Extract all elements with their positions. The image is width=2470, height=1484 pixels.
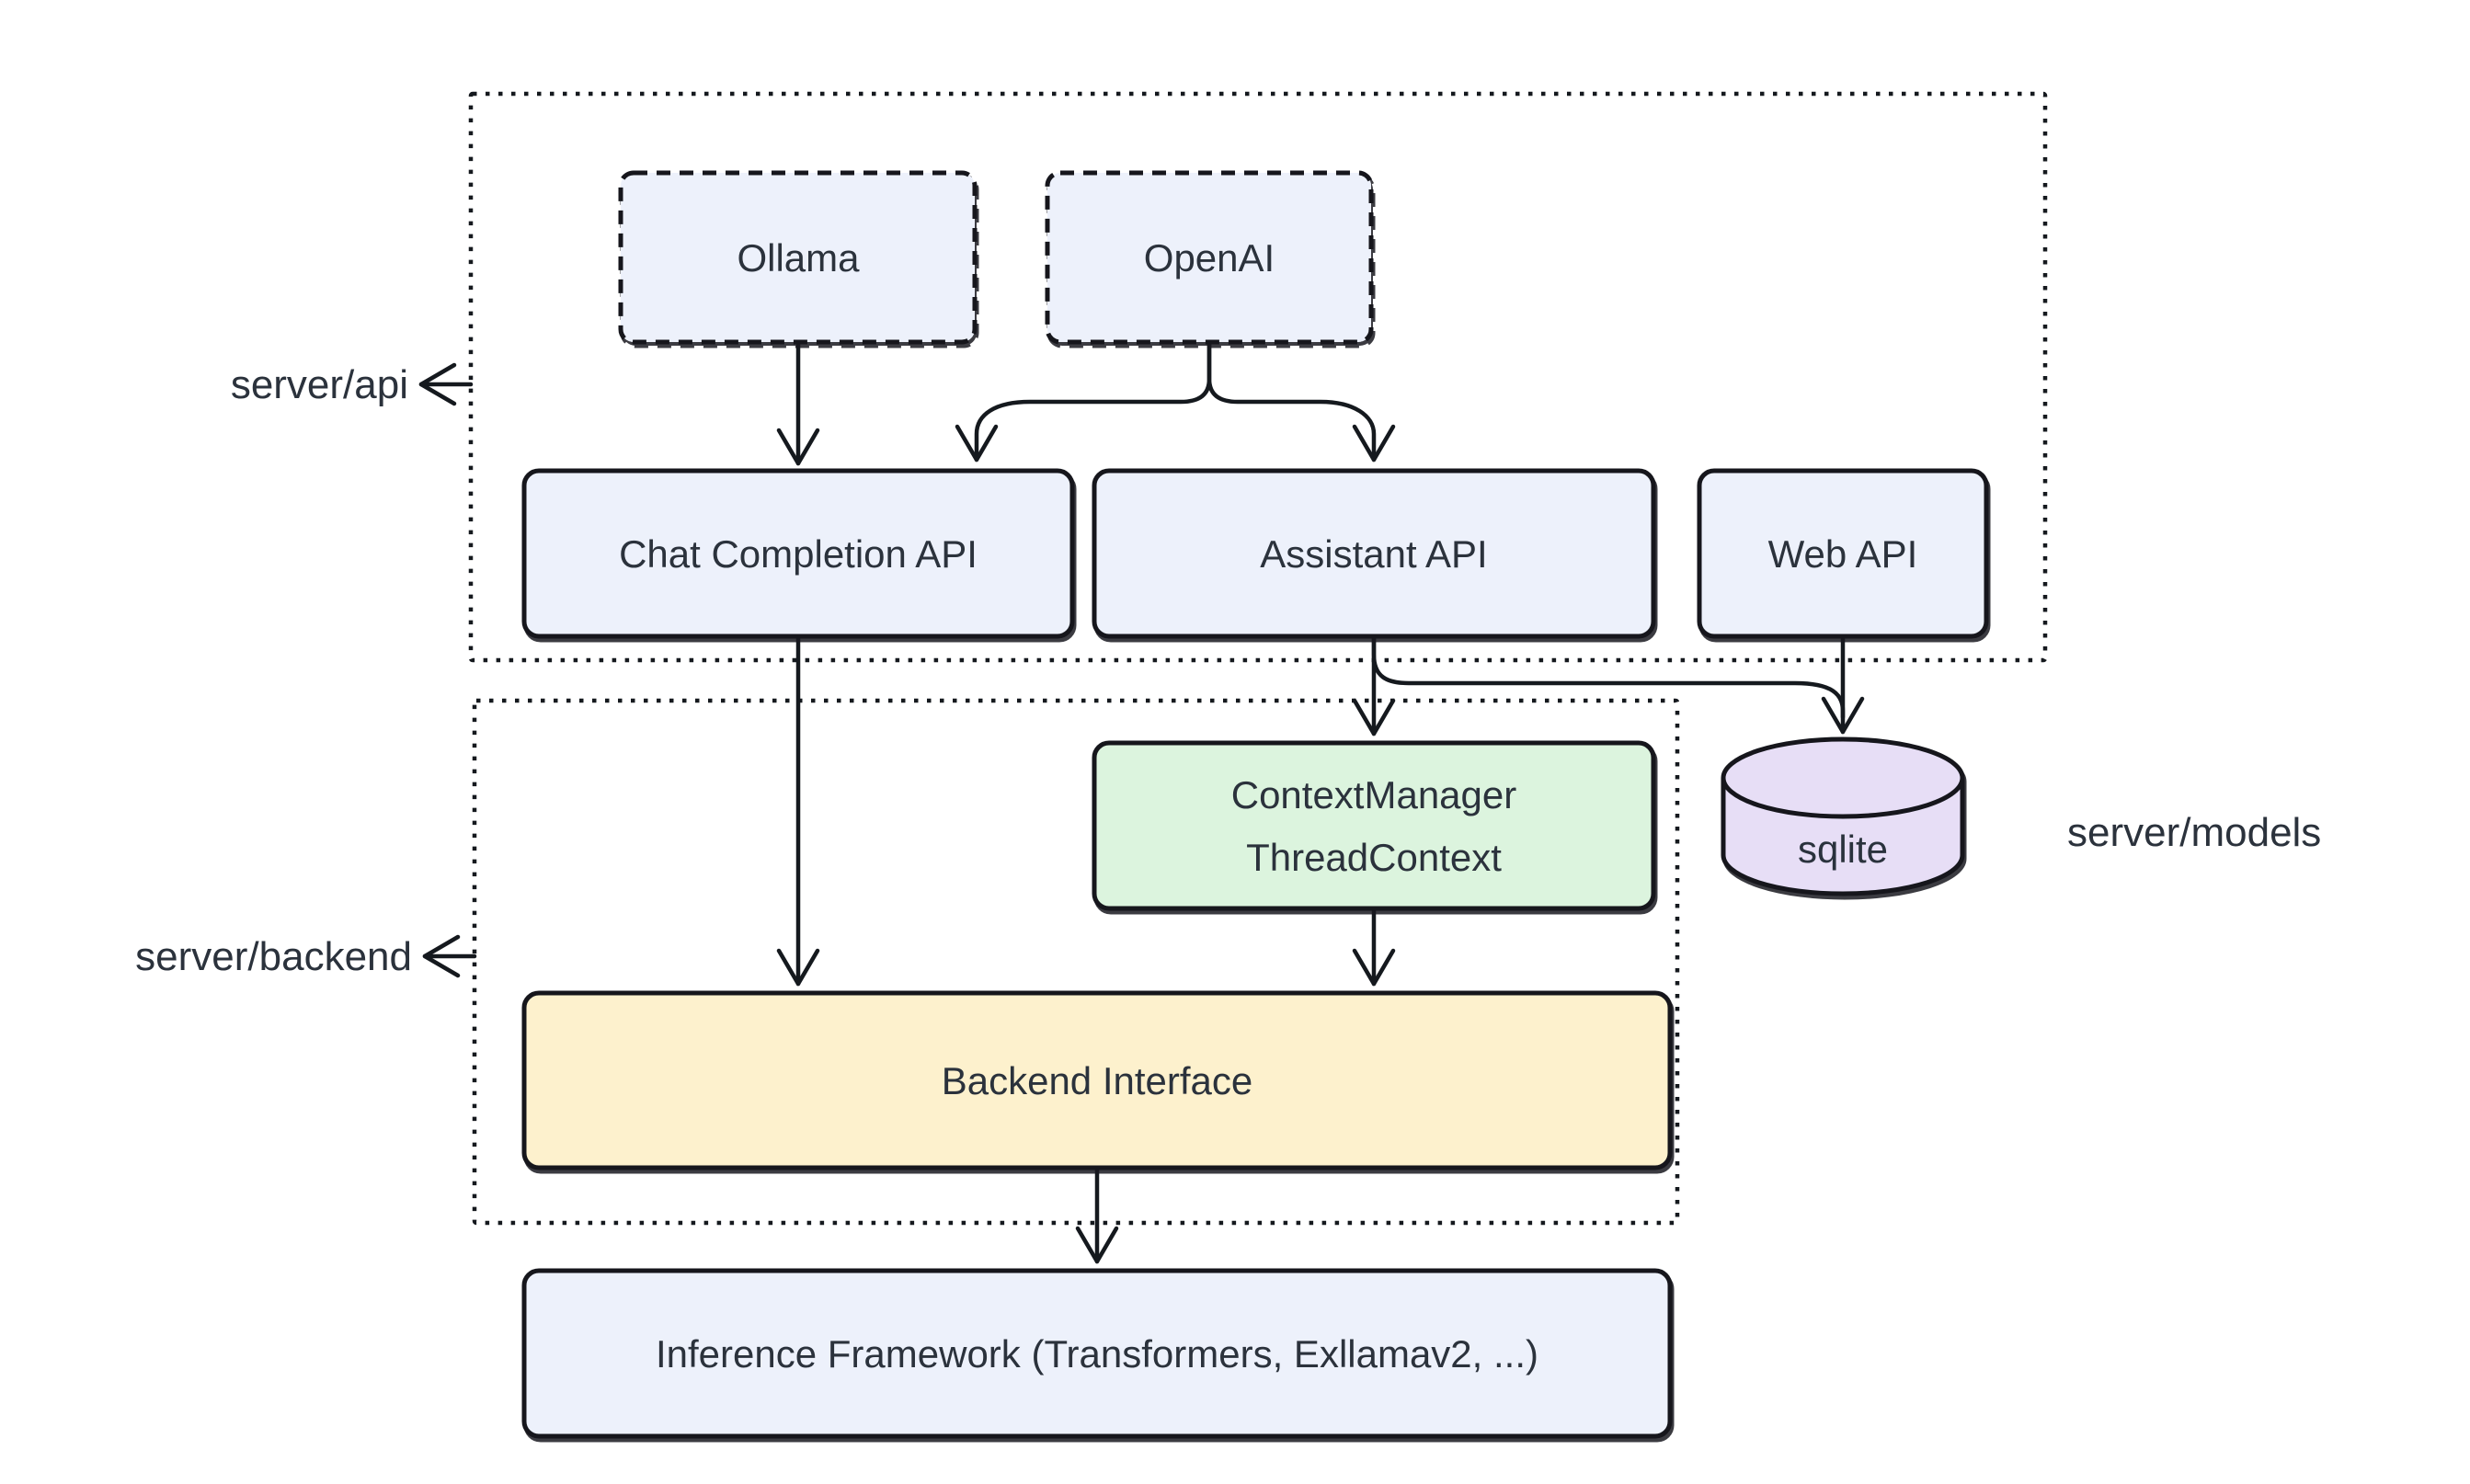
node-backend-interface-box [521, 990, 1673, 1170]
node-sqlite: sqlite [1721, 736, 1965, 896]
node-web-api-label: Web API [1768, 532, 1918, 576]
node-ollama-label: Ollama [737, 236, 860, 280]
node-chat-completion-api-label: Chat Completion API [619, 532, 978, 576]
node-inference-framework-box [521, 1268, 1673, 1439]
node-assistant-api: Assistant API [1092, 468, 1656, 639]
node-sqlite-label: sqlite [1798, 828, 1888, 871]
sqlite-cylinder-top [1721, 736, 1965, 819]
node-ollama: Ollama [618, 170, 978, 345]
node-ollama-box [618, 170, 978, 345]
node-backend-interface-label: Backend Interface [942, 1059, 1253, 1102]
node-context-manager-label-line2: ThreadContext [1246, 836, 1502, 879]
node-chat-completion-api: Chat Completion API [521, 468, 1075, 639]
server-models-label: server/models [2067, 810, 2321, 855]
server-api-container [468, 91, 2048, 663]
node-inference-framework: Inference Framework (Transformers, Exlla… [521, 1268, 1673, 1439]
node-web-api-box [1697, 468, 1989, 639]
edge-openai-to-chat-completion [955, 339, 1212, 462]
node-context-manager: ContextManager ThreadContext [1092, 740, 1656, 911]
node-openai-box [1045, 170, 1374, 345]
server-api-label: server/api [231, 362, 408, 407]
node-context-manager-box [1092, 740, 1656, 911]
node-backend-interface: Backend Interface [521, 990, 1673, 1170]
node-assistant-api-box [1092, 468, 1656, 639]
server-backend-label: server/backend [135, 934, 412, 979]
node-inference-framework-label: Inference Framework (Transformers, Exlla… [656, 1332, 1538, 1376]
edge-openai-to-assistant [1206, 339, 1396, 462]
node-openai: OpenAI [1045, 170, 1374, 345]
node-context-manager-label-line1: ContextManager [1231, 773, 1517, 816]
node-assistant-api-label: Assistant API [1260, 532, 1487, 576]
edge-assistant-to-sqlite [1371, 634, 1846, 720]
node-web-api: Web API [1697, 468, 1989, 639]
server-backend-container [472, 698, 1680, 1226]
node-chat-completion-api-box [521, 468, 1075, 639]
node-openai-label: OpenAI [1144, 236, 1275, 280]
